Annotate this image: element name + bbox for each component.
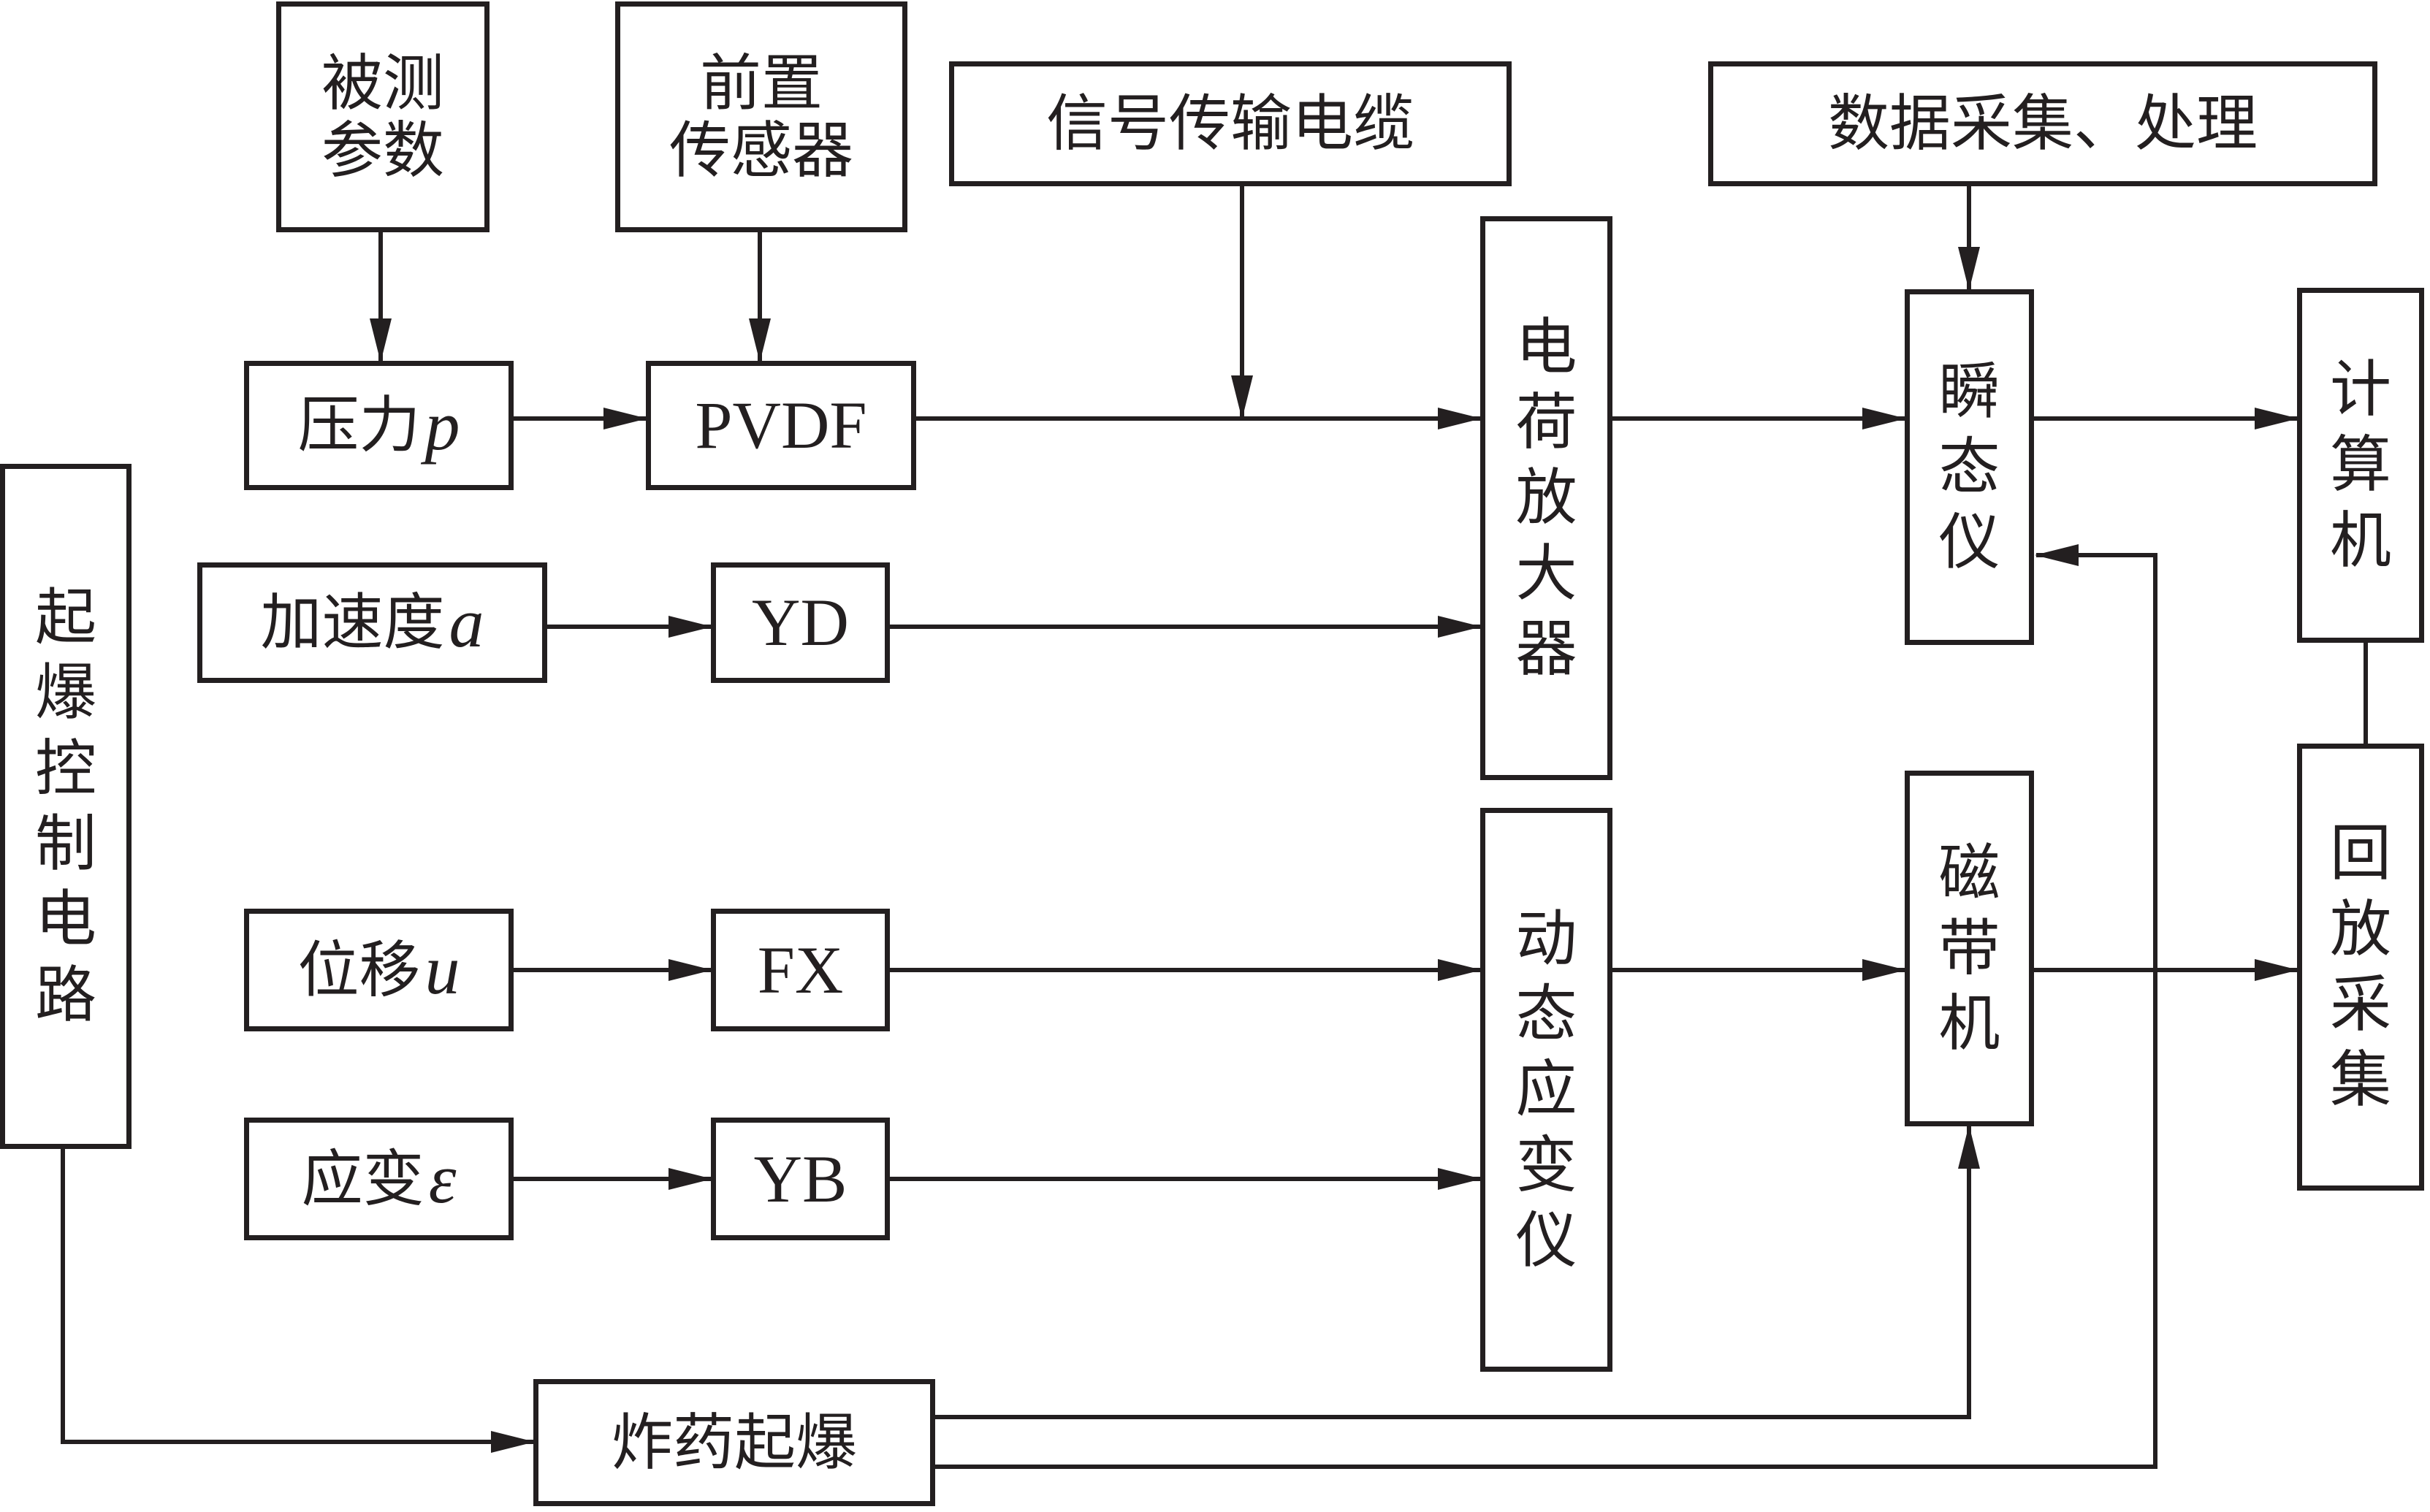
charge-amp-char5: 器: [1515, 612, 1577, 684]
playback-char2: 放: [2329, 893, 2391, 965]
dyn-strain-char3: 应: [1515, 1053, 1577, 1126]
yb-box: YB: [711, 1118, 890, 1240]
displacement-label: 位移: [297, 933, 421, 1006]
pvdf-label: PVDF: [695, 388, 867, 463]
ctrl-char5: 电: [34, 883, 96, 955]
pressure-symbol: p: [424, 386, 460, 465]
explosive-detonation-box: 炸药起爆: [533, 1379, 935, 1506]
dyn-strain-char4: 变: [1515, 1129, 1577, 1201]
signal-cable-box: 信号传输电缆: [949, 61, 1512, 186]
ctrl-char2: 爆: [34, 657, 96, 729]
tape-char1: 磁: [1938, 836, 2000, 909]
strain-symbol: ε: [428, 1139, 457, 1218]
yd-label: YD: [752, 585, 849, 660]
yb-label: YB: [753, 1141, 848, 1216]
dyn-strain-char1: 动: [1515, 902, 1577, 974]
strain-label: 应变: [301, 1142, 424, 1215]
ctrl-char1: 起: [34, 581, 96, 654]
tape-char3: 机: [1938, 988, 2000, 1060]
transient-char3: 仪: [1938, 506, 2000, 579]
transient-char1: 瞬: [1938, 355, 2000, 427]
computer-char2: 算: [2329, 429, 2391, 501]
daq-box: 数据采集、处理: [1708, 61, 2377, 186]
pre-sensor-line2: 传感器: [669, 115, 853, 186]
signal-cable-label: 信号传输电缆: [1045, 88, 1414, 160]
dyn-strain-char5: 仪: [1515, 1204, 1577, 1276]
playback-char4: 集: [2329, 1044, 2391, 1116]
computer-char1: 计: [2329, 354, 2391, 426]
daq-label: 数据采集、处理: [1827, 88, 2258, 160]
explosive-label: 炸药起爆: [611, 1406, 857, 1478]
transient-recorder-box: 瞬 态 仪: [1905, 289, 2034, 645]
ctrl-char6: 路: [34, 958, 96, 1031]
acceleration-label: 加速度: [260, 587, 445, 659]
ctrl-char3: 控: [34, 732, 96, 804]
fx-label: FX: [757, 932, 844, 1007]
computer-char3: 机: [2329, 504, 2391, 576]
dyn-strain-char2: 态: [1515, 978, 1577, 1050]
charge-amp-char1: 电: [1515, 310, 1577, 383]
arrow-ctrl-to-explosive: [61, 1149, 535, 1453]
charge-amp-char3: 放: [1515, 462, 1577, 534]
detonation-control-box: 起 爆 控 制 电 路: [0, 464, 132, 1149]
transient-char2: 态: [1938, 430, 2000, 503]
arrow-explosive-to-transient: [935, 544, 2157, 1469]
charge-amp-char2: 荷: [1515, 386, 1577, 459]
yd-box: YD: [711, 562, 890, 683]
fx-box: FX: [711, 909, 890, 1031]
pre-sensor-box: 前置 传感器: [615, 1, 907, 232]
acceleration-symbol: a: [449, 583, 484, 662]
playback-char3: 采: [2329, 969, 2391, 1040]
charge-amplifier-box: 电 荷 放 大 器: [1480, 216, 1612, 780]
dynamic-strain-meter-box: 动 态 应 变 仪: [1480, 808, 1612, 1372]
pre-sensor-line1: 前置: [699, 47, 823, 119]
measured-params-box: 被测 参数: [276, 1, 490, 232]
measured-params-line2: 参数: [321, 115, 444, 186]
tape-char2: 带: [1938, 912, 2000, 984]
measured-params-line1: 被测: [321, 47, 444, 119]
ctrl-char4: 制: [34, 808, 96, 879]
arrow-explosive-to-tape: [935, 1125, 1980, 1419]
charge-amp-char4: 大: [1515, 537, 1577, 609]
pvdf-box: PVDF: [646, 361, 916, 490]
playback-char1: 回: [2329, 817, 2391, 890]
tape-recorder-box: 磁 带 机: [1905, 771, 2034, 1126]
displacement-symbol: u: [424, 931, 460, 1009]
playback-acquisition-box: 回 放 采 集: [2297, 744, 2424, 1191]
computer-box: 计 算 机: [2297, 288, 2424, 643]
pressure-label: 压力: [297, 389, 421, 462]
